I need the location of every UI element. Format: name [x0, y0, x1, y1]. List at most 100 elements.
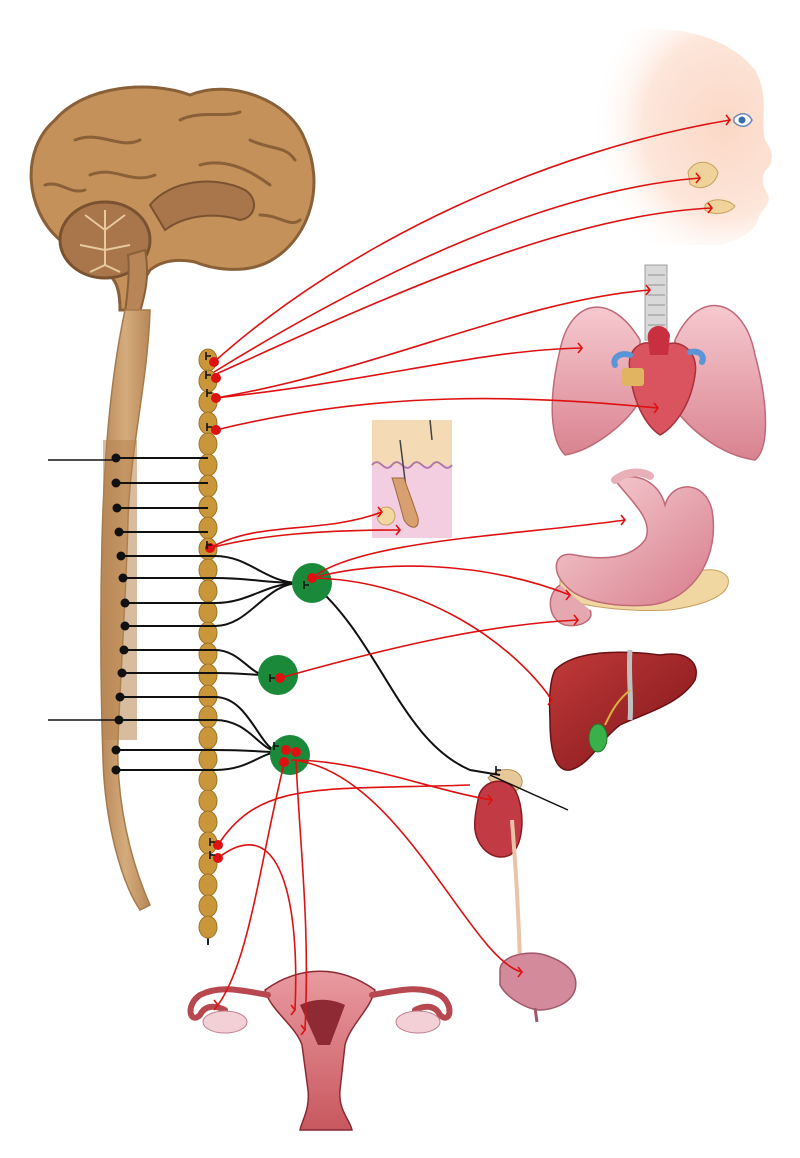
synapse-dot [291, 747, 301, 757]
face-icon [581, 28, 772, 245]
brain-gyri [43, 110, 302, 225]
synapse-dot [275, 673, 285, 683]
chain-ganglion-bead [198, 873, 218, 897]
uterus-icon [264, 970, 376, 1131]
synapse-dot [281, 745, 291, 755]
fiber-to-stomach [311, 519, 626, 579]
right-ovary-icon [395, 1010, 441, 1034]
preganglionic-fiber-sup-mesenteric [124, 649, 267, 676]
fiber-to-parotid [213, 177, 701, 373]
arbor-vitae [79, 210, 131, 273]
submandibular-gland-icon [704, 199, 736, 214]
target-nerve-ending [547, 694, 554, 706]
synaptic-terminal [273, 742, 279, 750]
fiber-to-heart [215, 397, 659, 431]
fiber-to-bladder [291, 759, 523, 973]
esophagus-icon [611, 468, 654, 484]
chain-ganglion-bead [198, 789, 218, 813]
epidermis-icon [372, 420, 452, 465]
chain-ganglion-bead [198, 810, 218, 834]
hair-follicle-icon [391, 477, 419, 528]
skin-hair-follicle [371, 419, 453, 538]
synaptic-terminal [495, 766, 501, 774]
chain-ganglion-bead [198, 579, 218, 603]
brain [29, 85, 316, 313]
fiber-to-adrenal [217, 784, 471, 846]
heart-icon [628, 342, 697, 436]
stomach-icon [555, 476, 715, 607]
target-nerve-ending [377, 506, 384, 518]
inferior-mesenteric-ganglion [270, 735, 310, 775]
synapse-dot [209, 357, 219, 367]
fiber-to-lung [215, 347, 583, 399]
fiber-to-trachea [215, 289, 651, 399]
bile-duct-icon [604, 689, 631, 726]
ligament-icon [626, 649, 634, 721]
chain-ganglion-bead [198, 705, 218, 729]
target-nerve-ending [645, 284, 652, 296]
corpus-callosum [148, 180, 255, 232]
splanchnic-nerve-adrenal [311, 582, 501, 776]
spinal-cord-thoracolumbar-region [103, 440, 137, 740]
gallbladder-icon [588, 723, 608, 753]
liver-gallbladder [548, 649, 697, 771]
pulmonary-vessels-icon [611, 348, 706, 368]
left-lung-icon [671, 304, 767, 461]
chain-ganglion-bead [198, 474, 218, 498]
synaptic-terminal [209, 838, 215, 846]
fiber-to-sweat-gland [209, 529, 401, 549]
synaptic-terminal [206, 423, 212, 431]
chain-ganglion-bead [198, 663, 218, 687]
uterine-cavity [300, 999, 345, 1045]
face-eye-glands [581, 28, 772, 245]
preganglionic-fiber-celiac [125, 582, 301, 627]
fiber-to-hair-follicle [209, 511, 383, 549]
chain-ganglion-bead [198, 915, 218, 939]
chain-ganglion-bead [198, 768, 218, 792]
synaptic-terminal [209, 851, 215, 859]
synaptic-terminal [206, 389, 212, 397]
chain-ganglion-bead [198, 894, 218, 918]
fiber-to-uterine-wall [217, 844, 297, 1011]
target-nerve-ending [565, 589, 572, 601]
fiber-to-ovary [217, 759, 286, 1006]
target-nerve-ending [695, 172, 702, 184]
liver-icon [548, 651, 697, 771]
preganglionic-fiber-inf-mesenteric [116, 749, 281, 753]
stomach-pancreas [549, 468, 729, 627]
chain-ganglion-bead [198, 600, 218, 624]
synapse-dot [213, 840, 223, 850]
right-fallopian-tube-icon [369, 986, 453, 1021]
target-nerve-ending [213, 999, 220, 1011]
chain-ganglion-bead [198, 726, 218, 750]
parotid-gland-icon [687, 161, 719, 188]
preganglionic-fiber-inf-mesenteric [116, 751, 281, 771]
synaptic-terminal [269, 674, 275, 682]
iris-icon [738, 116, 746, 124]
fiber-to-liver [311, 577, 553, 701]
duodenum-icon [549, 584, 592, 627]
sympathetic-chain [198, 348, 218, 945]
bladder-icon [499, 952, 577, 1011]
heart-fat-icon [622, 368, 644, 386]
fiber-to-submandibular [213, 207, 713, 376]
fiber-to-kidney [291, 759, 493, 801]
target-nerve-ending [487, 794, 494, 806]
postganglionic-fibers [205, 114, 732, 1036]
left-ovary-icon [202, 1010, 248, 1034]
synapse-dot [211, 373, 221, 383]
fiber-to-eye [213, 119, 731, 363]
preganglionic-fiber-sup-mesenteric [122, 672, 267, 676]
synapse-dot [211, 425, 221, 435]
dermal-papillae [371, 461, 453, 469]
chain-ganglion-bead [198, 642, 218, 666]
target-nerve-ending [395, 524, 402, 536]
synapse-dot [307, 573, 317, 583]
uterus-ovaries [187, 970, 453, 1131]
fiber-to-duodenum [279, 619, 579, 679]
chain-ganglion-bead [198, 432, 218, 456]
trachea-rings [648, 274, 665, 326]
urethra-icon [533, 1007, 539, 1023]
